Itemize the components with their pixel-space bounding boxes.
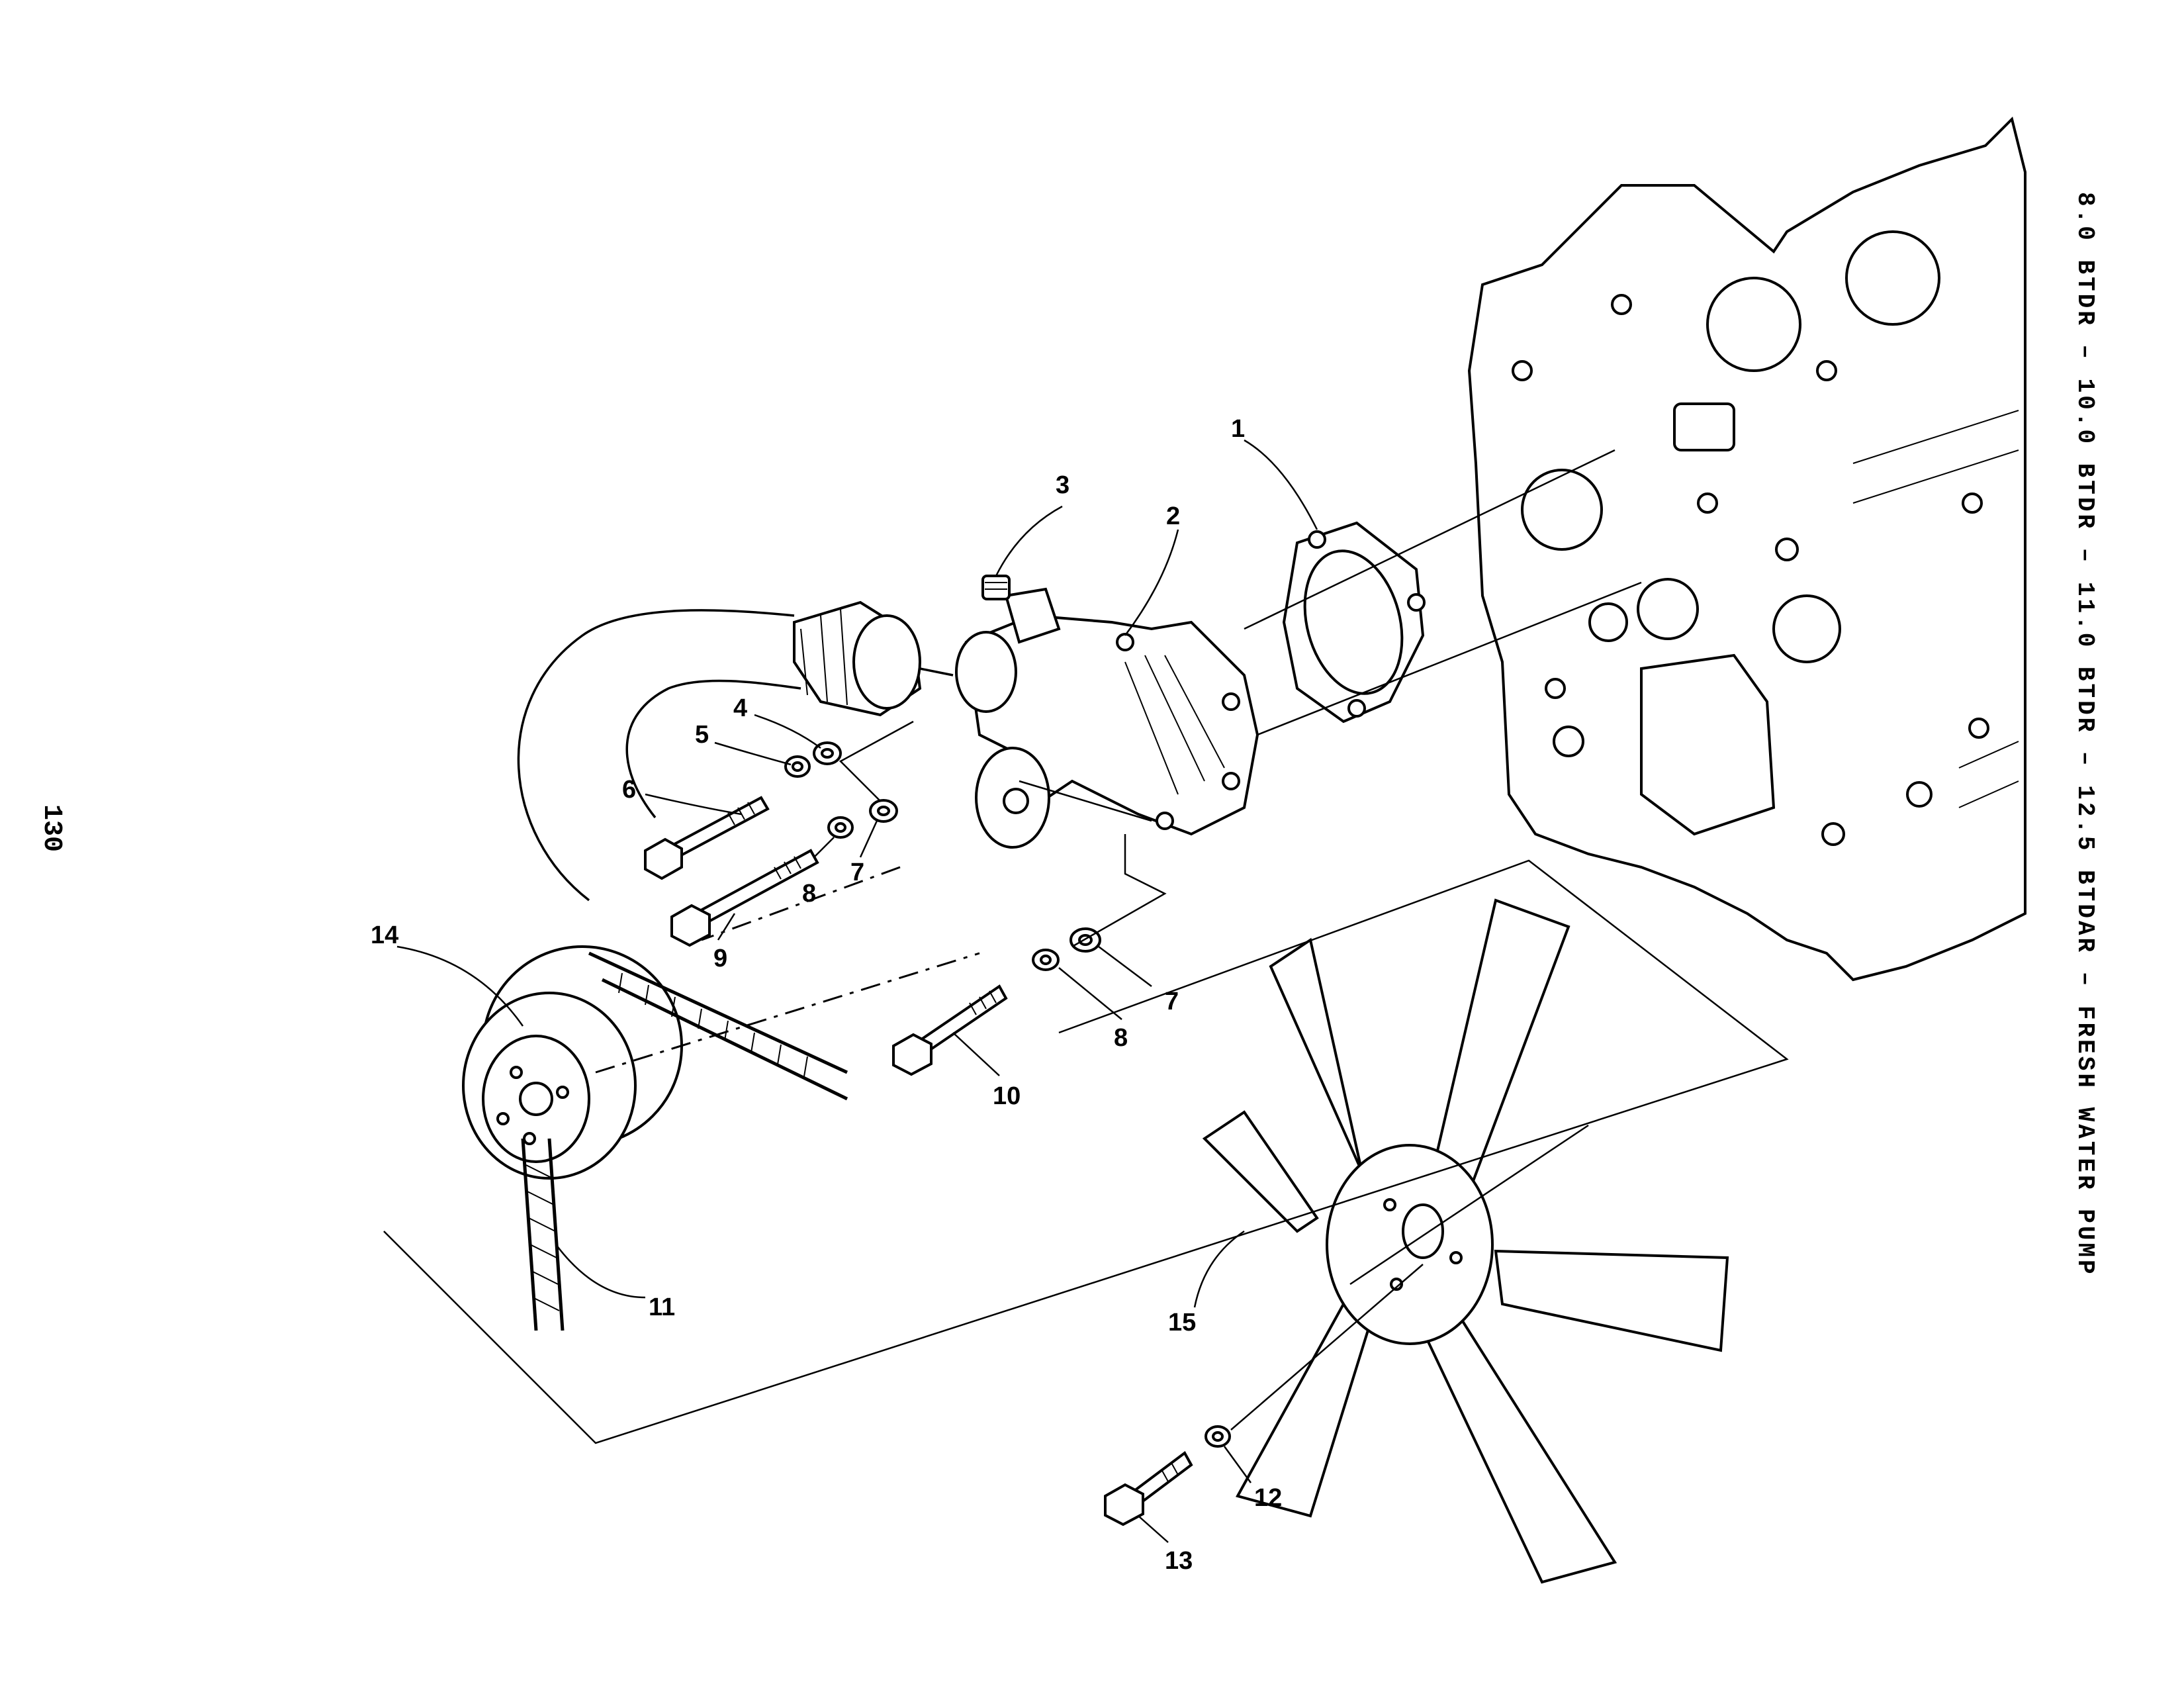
callout-3: 3 — [1056, 471, 1069, 499]
callout-7a: 7 — [850, 859, 864, 886]
callout-15: 15 — [1168, 1309, 1196, 1336]
assembly-lines — [383, 449, 1789, 1444]
callout-13: 13 — [1165, 1547, 1193, 1575]
washer-part-7a — [869, 799, 898, 823]
bolt-part-10 — [892, 984, 1008, 1076]
callout-5: 5 — [695, 721, 709, 749]
pulley-part-14 — [462, 945, 683, 1180]
bolt-part-6 — [644, 796, 770, 880]
callout-labels: 1 2 3 4 5 6 7 8 9 7 8 10 11 12 13 14 15 — [371, 415, 1282, 1575]
page-title: 8.0 BTDR – 10.0 BTDR – 11.0 BTDR – 12.5 … — [2071, 192, 2099, 1277]
washer-part-12 — [1205, 1425, 1231, 1448]
hose-clamp — [517, 600, 954, 902]
callout-4: 4 — [733, 694, 747, 722]
callout-9: 9 — [713, 945, 727, 972]
bolt-part-9 — [670, 849, 819, 947]
callout-6: 6 — [622, 776, 636, 804]
callout-12: 12 — [1254, 1484, 1282, 1512]
bolt-part-13 — [1104, 1451, 1193, 1526]
callout-14: 14 — [371, 921, 398, 949]
washer-part-5 — [784, 755, 811, 778]
callout-leaders — [396, 439, 1318, 1543]
washer-part-8a — [827, 816, 854, 839]
callout-8a: 8 — [802, 880, 816, 908]
callout-10: 10 — [993, 1082, 1021, 1110]
washer-part-8b — [1032, 949, 1060, 971]
callout-11: 11 — [649, 1293, 675, 1321]
fan-part-15 — [1202, 898, 1729, 1584]
engine-block — [1467, 117, 2026, 982]
callout-7b: 7 — [1165, 988, 1179, 1015]
plug-part-3 — [981, 575, 1011, 600]
callout-8b: 8 — [1114, 1024, 1128, 1052]
water-pump-body-part-2 — [955, 587, 1259, 849]
gasket-part-1 — [1282, 521, 1426, 724]
callout-2: 2 — [1166, 502, 1180, 530]
drive-belt-part-11 — [521, 951, 848, 1331]
callout-1: 1 — [1231, 415, 1245, 443]
